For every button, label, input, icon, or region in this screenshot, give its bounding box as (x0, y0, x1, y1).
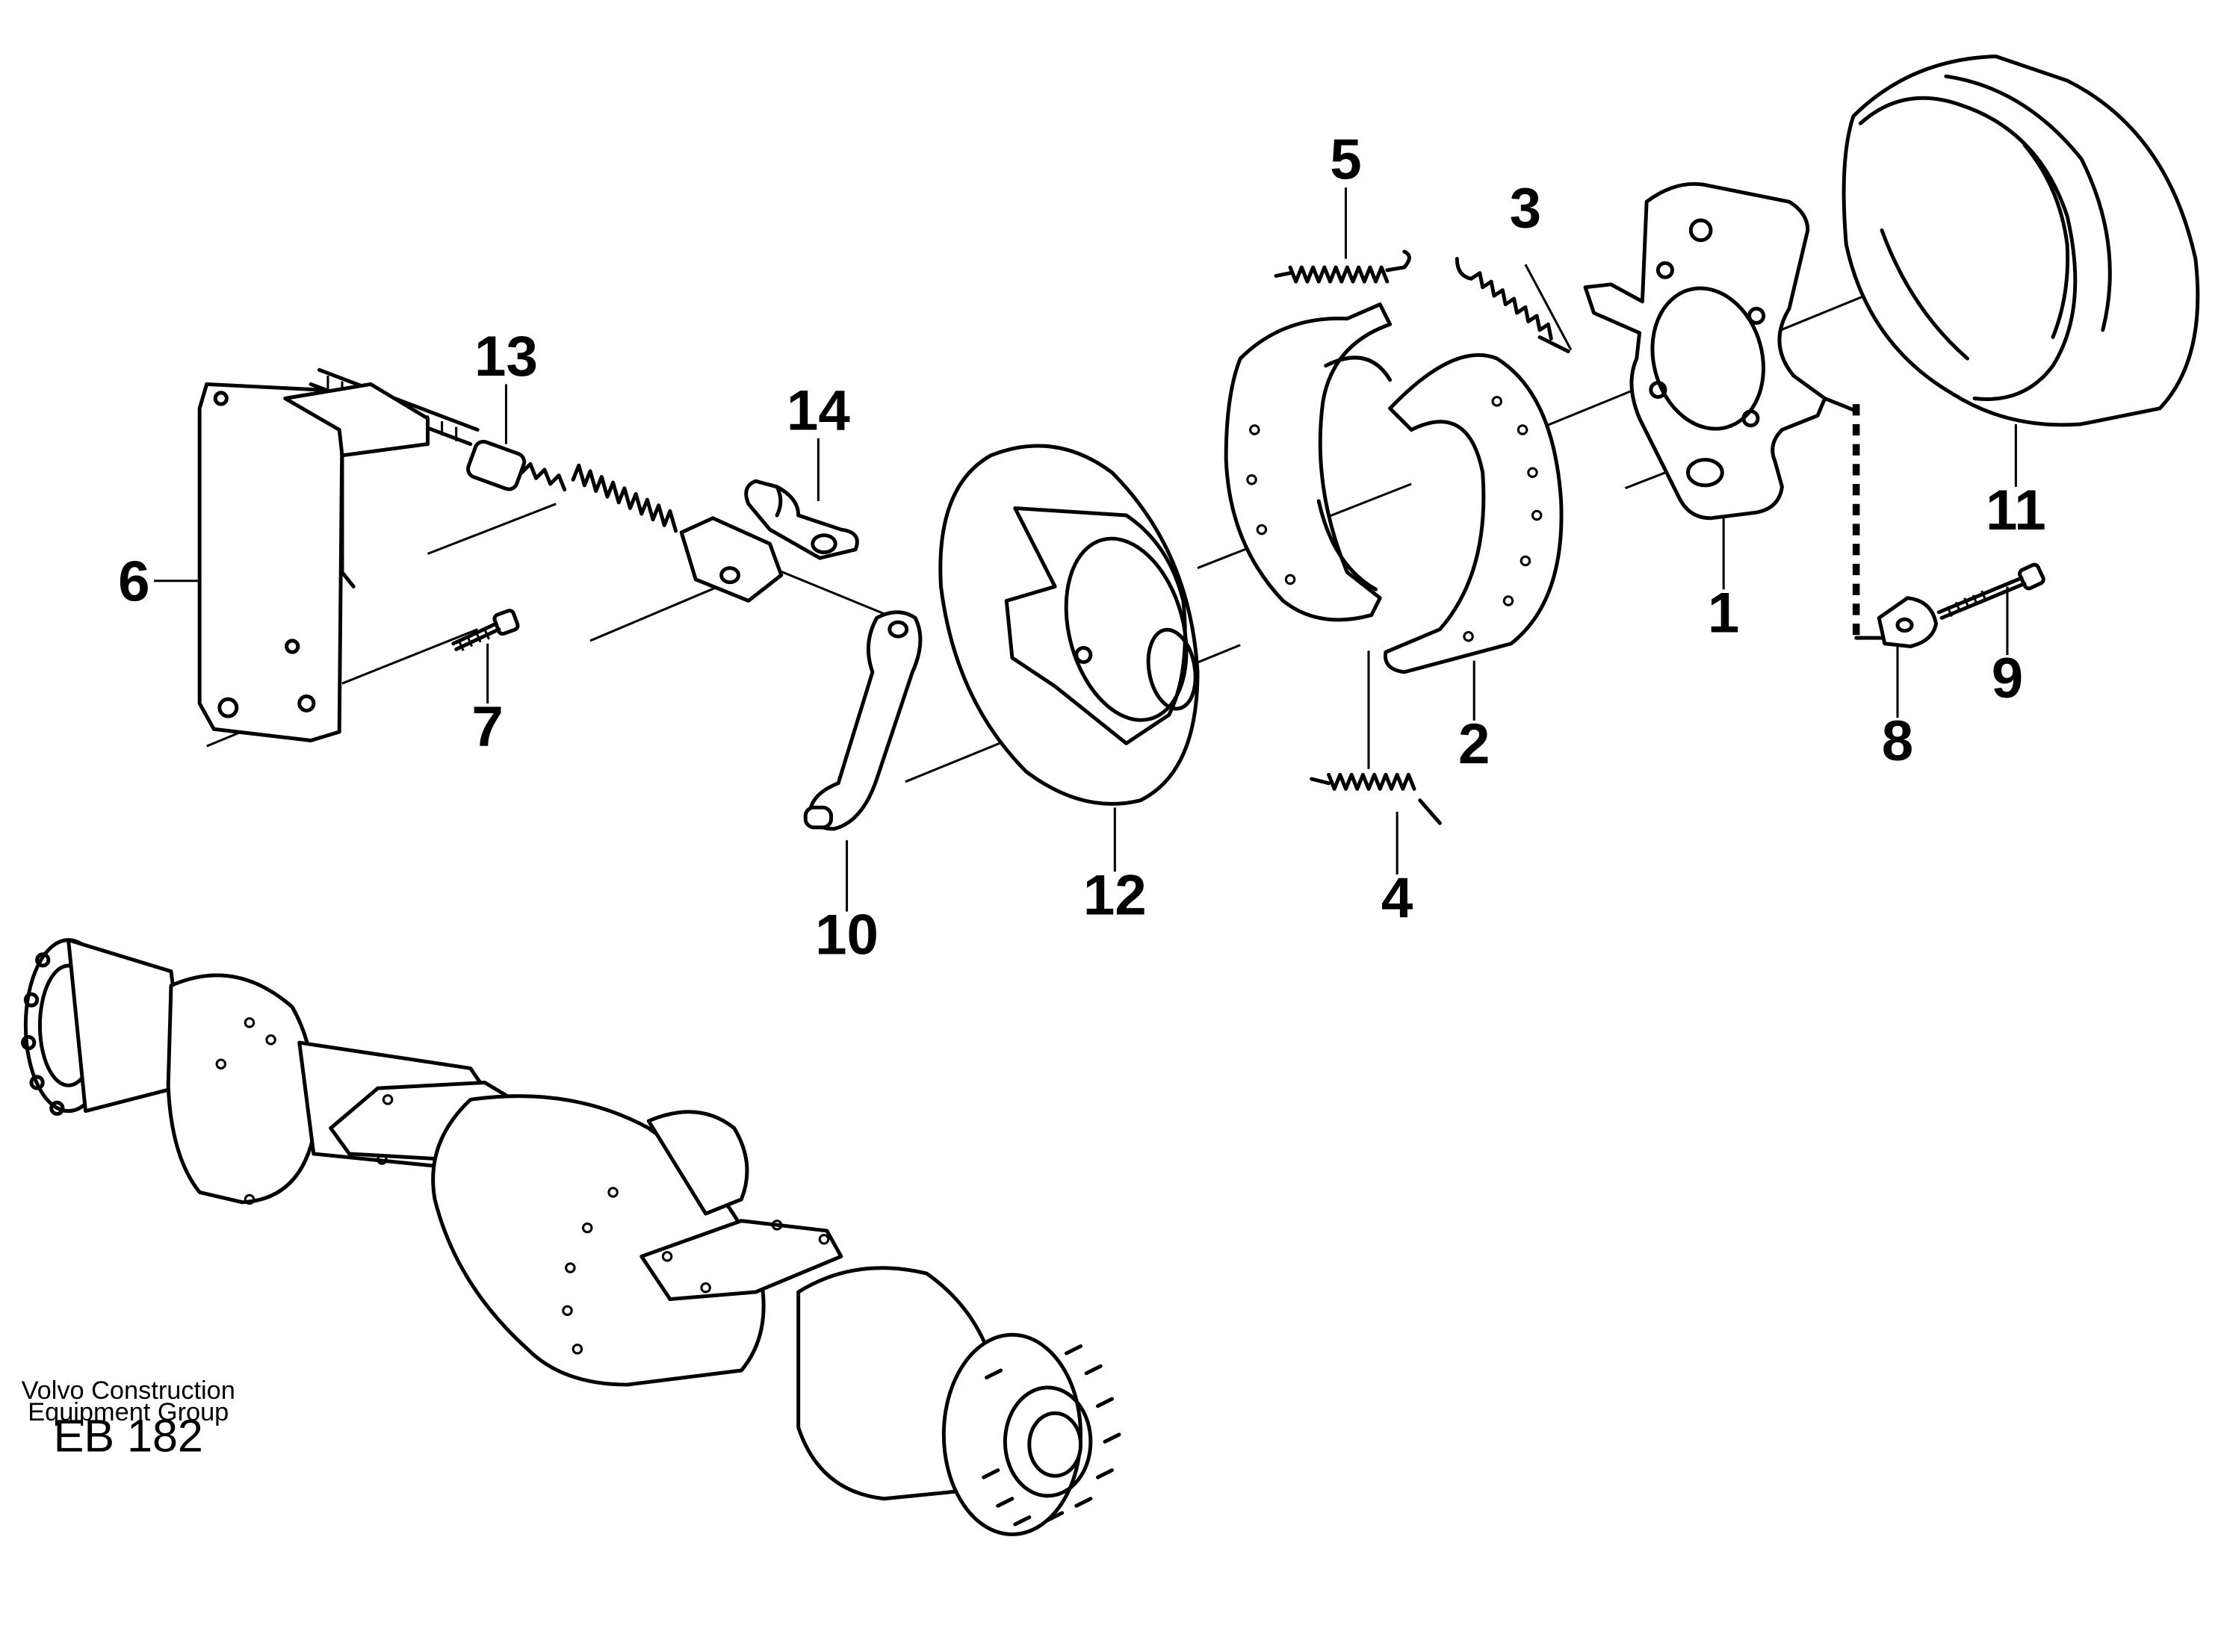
brake-lever (803, 610, 923, 831)
callout-4: 4 (1381, 866, 1413, 930)
callout-13: 13 (474, 325, 538, 388)
axle-housing (21, 938, 1121, 1536)
brake-drum (1842, 55, 2200, 427)
dust-shield (938, 444, 1200, 806)
credit-line-1: Volvo Construction (22, 1376, 235, 1405)
backing-plate (1583, 181, 1856, 521)
spring-5 (1274, 249, 1411, 284)
callout-2: 2 (1458, 712, 1490, 776)
callout-6: 6 (118, 550, 149, 613)
spring-3 (1455, 257, 1570, 354)
callout-11: 11 (1986, 479, 2046, 542)
callout-1: 1 (1708, 581, 1739, 645)
callout-5: 5 (1330, 128, 1361, 192)
callout-10: 10 (815, 904, 879, 967)
credit-block: Volvo Construction Equipment Group EB 18… (22, 1376, 235, 1462)
callouts: 1 2 3 4 5 6 7 8 9 10 11 12 13 14 (118, 128, 2046, 967)
bolt-9 (1936, 562, 2045, 620)
brake-shoes (1224, 302, 1564, 674)
brake-cable (309, 367, 784, 603)
callout-3: 3 (1510, 176, 1541, 240)
diagram-code: EB 182 (54, 1411, 203, 1462)
bolt-7 (451, 609, 520, 651)
mounting-bracket (197, 382, 430, 742)
credit-line-2: Equipment Group (28, 1398, 229, 1426)
callout-14: 14 (787, 379, 850, 442)
callout-7: 7 (471, 695, 503, 759)
lock-tab (1877, 596, 1938, 649)
callout-12: 12 (1083, 863, 1147, 927)
spring-4 (1310, 772, 1442, 825)
clip-14 (744, 479, 859, 560)
callout-8: 8 (1882, 709, 1913, 773)
callout-9: 9 (1992, 647, 2023, 710)
